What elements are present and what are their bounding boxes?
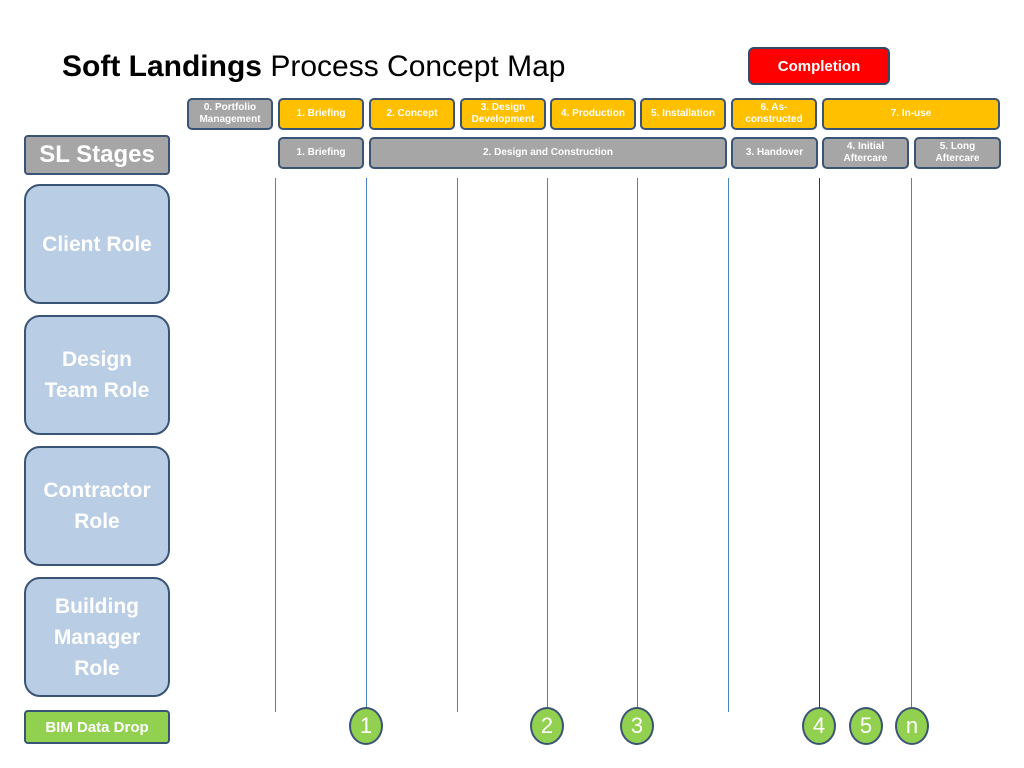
data-drop-4: 4 <box>802 707 836 745</box>
title-bold: Soft Landings <box>62 50 262 83</box>
riba-stage-3-design-development: 3. Design Development <box>460 98 546 130</box>
riba-stage-6-as-constructed: 6. As- constructed <box>731 98 817 130</box>
role-building-manager: Building Manager Role <box>24 577 170 697</box>
sl-stage-4-initial-aftercare: 4. Initial Aftercare <box>822 137 909 169</box>
stage-divider-line <box>547 178 548 712</box>
riba-stage-7-in-use: 7. In-use <box>822 98 1000 130</box>
riba-stage-1-briefing: 1. Briefing <box>278 98 364 130</box>
riba-stage-2-concept: 2. Concept <box>369 98 455 130</box>
sl-stage-2-design-construction: 2. Design and Construction <box>369 137 727 169</box>
stage-divider-line <box>457 178 458 712</box>
stage-divider-line <box>728 178 729 712</box>
sl-stage-3-handover: 3. Handover <box>731 137 818 169</box>
data-drop-5: 5 <box>849 707 883 745</box>
bim-data-drop-label: BIM Data Drop <box>24 710 170 744</box>
stage-divider-line <box>637 178 638 712</box>
role-contractor: Contractor Role <box>24 446 170 566</box>
completion-marker: Completion <box>748 47 890 85</box>
role-client: Client Role <box>24 184 170 304</box>
data-drop-1: 1 <box>349 707 383 745</box>
data-drop-n: n <box>895 707 929 745</box>
stage-divider-line <box>366 178 367 712</box>
stage-divider-line <box>275 178 276 712</box>
riba-stage-4-production: 4. Production <box>550 98 636 130</box>
sl-stage-5-long-aftercare: 5. Long Aftercare <box>914 137 1001 169</box>
sl-stage-1-briefing: 1. Briefing <box>278 137 364 169</box>
data-drop-2: 2 <box>530 707 564 745</box>
riba-stage-5-installation: 5. Installation <box>640 98 726 130</box>
data-drop-3: 3 <box>620 707 654 745</box>
stage-divider-line <box>911 178 912 712</box>
page-title: Soft Landings Process Concept Map <box>62 50 565 84</box>
riba-stage-0-portfolio: 0. Portfolio Management <box>187 98 273 130</box>
sl-stages-header: SL Stages <box>24 135 170 175</box>
role-design-team: Design Team Role <box>24 315 170 435</box>
title-rest: Process Concept Map <box>261 50 566 83</box>
completion-line <box>819 178 820 712</box>
